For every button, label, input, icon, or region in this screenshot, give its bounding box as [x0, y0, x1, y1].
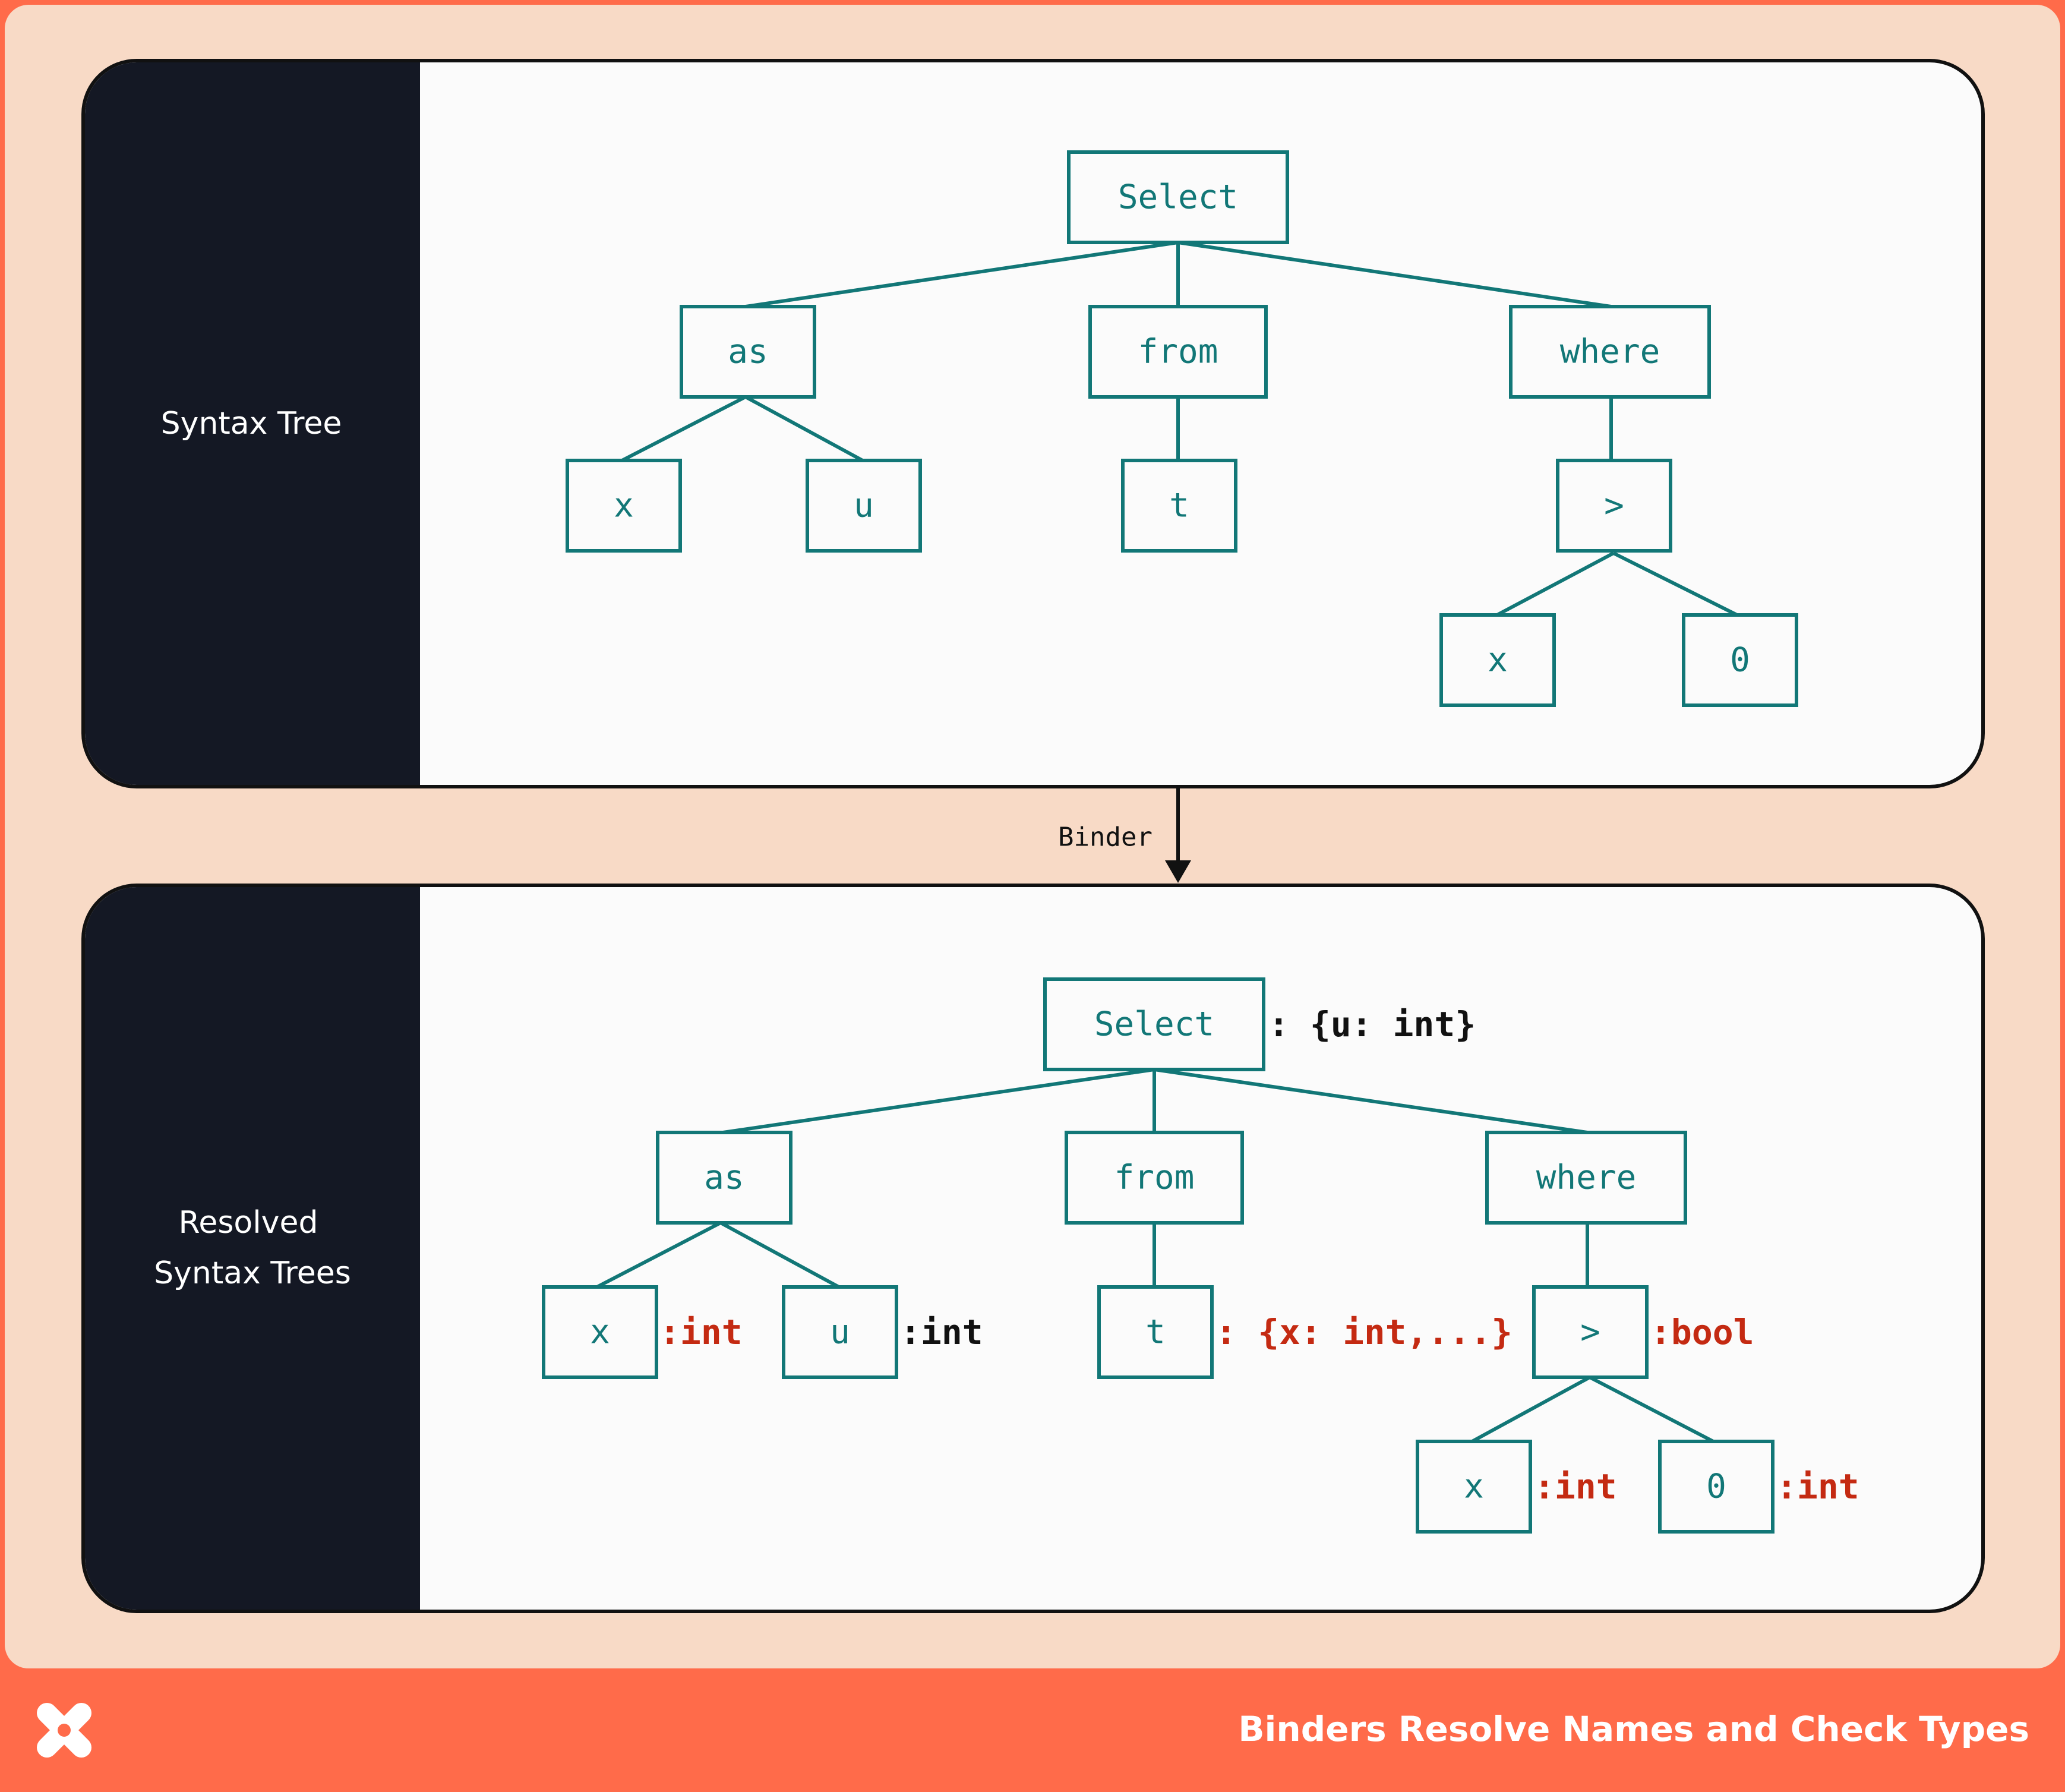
node-label: x	[614, 487, 634, 525]
select-type-annotation: : {u: int}	[1268, 1004, 1476, 1045]
node-label: 0	[1730, 641, 1750, 680]
tree-node-where: where	[1509, 305, 1711, 399]
node-label: Select	[1094, 1005, 1214, 1044]
tree-node-select: Select	[1067, 150, 1289, 244]
node-label: where	[1536, 1159, 1637, 1197]
tree-node-x2: x	[1439, 613, 1556, 707]
node-label: as	[728, 333, 768, 371]
node-label: t	[1145, 1313, 1166, 1352]
resolved-tree-label-line1: Resolved	[179, 1205, 318, 1241]
resolved-node-x2: x	[1416, 1440, 1532, 1534]
x2-type-annotation: :int	[1534, 1466, 1617, 1507]
edge-gt-zero	[1612, 551, 1738, 617]
node-label: as	[704, 1159, 744, 1197]
x-logo-icon	[37, 1703, 91, 1758]
resolved-tree-label-line2: Syntax Trees	[154, 1255, 351, 1291]
edge-as-x	[621, 395, 747, 462]
node-label: from	[1138, 333, 1218, 371]
tree-node-t: t	[1121, 459, 1237, 553]
resolved-node-from: from	[1065, 1131, 1244, 1225]
syntax-tree-card: Syntax Tree Select as from where	[81, 59, 1985, 788]
syntax-tree-card-frame	[81, 59, 1985, 788]
resolved-node-select: Select	[1043, 977, 1265, 1071]
syntax-tree-edges	[621, 241, 1738, 617]
node-label: u	[854, 487, 874, 525]
resolved-node-zero: 0	[1658, 1440, 1774, 1534]
gt-type-annotation: :bool	[1650, 1312, 1754, 1352]
edge-select-where	[1154, 1068, 1588, 1134]
tree-node-zero: 0	[1682, 613, 1798, 707]
binder-arrow: Binder	[1058, 787, 1191, 883]
edge-select-as	[745, 241, 1179, 308]
resolved-node-x: x	[542, 1285, 658, 1379]
resolved-node-u: u	[782, 1285, 898, 1379]
edge-gt-x	[1496, 551, 1615, 617]
node-label: where	[1560, 333, 1660, 371]
syntax-tree-label: Syntax Tree	[161, 406, 342, 441]
x-type-annotation: :int	[659, 1312, 743, 1352]
tree-node-u: u	[806, 459, 922, 553]
node-label: u	[830, 1313, 850, 1352]
tree-node-x: x	[566, 459, 682, 553]
edge-select-where	[1177, 241, 1612, 308]
resolved-tree-sidebar	[85, 887, 420, 1610]
node-label: from	[1114, 1159, 1195, 1197]
resolved-tree-card: Resolved Syntax Trees Select : {u: int} …	[81, 884, 1985, 1613]
resolved-tree-card-frame	[81, 884, 1985, 1613]
node-label: x	[1464, 1468, 1484, 1506]
node-label: t	[1169, 487, 1189, 525]
resolved-node-t: t	[1097, 1285, 1214, 1379]
resolved-node-as: as	[656, 1131, 792, 1225]
tree-node-as: as	[680, 305, 816, 399]
node-label: >	[1604, 487, 1624, 525]
tree-node-from: from	[1088, 305, 1268, 399]
resolved-tree-edges	[596, 1068, 1714, 1443]
edge-as-x	[596, 1221, 722, 1289]
u-type-annotation: :int	[900, 1312, 983, 1352]
t-type-annotation: : {x: int,...}	[1215, 1312, 1513, 1352]
syntax-tree-sidebar	[85, 62, 420, 785]
edge-select-as	[722, 1068, 1155, 1134]
node-label: >	[1580, 1313, 1600, 1352]
edge-gt-x	[1471, 1375, 1591, 1443]
footer-title: Binders Resolve Names and Check Types	[1238, 1709, 2029, 1749]
edge-gt-zero	[1589, 1375, 1714, 1443]
footer-bar: Binders Resolve Names and Check Types	[37, 1703, 2029, 1758]
node-label: Select	[1118, 178, 1238, 217]
node-label: x	[590, 1313, 610, 1352]
edge-as-u	[719, 1221, 840, 1289]
zero-type-annotation: :int	[1776, 1466, 1859, 1507]
node-label: x	[1488, 641, 1508, 680]
binder-arrow-head	[1165, 860, 1191, 883]
tree-node-gt: >	[1556, 459, 1672, 553]
node-label: 0	[1706, 1468, 1726, 1506]
edge-as-u	[744, 395, 864, 462]
resolved-node-gt: >	[1532, 1285, 1649, 1379]
resolved-node-where: where	[1485, 1131, 1687, 1225]
binder-label: Binder	[1058, 822, 1153, 853]
